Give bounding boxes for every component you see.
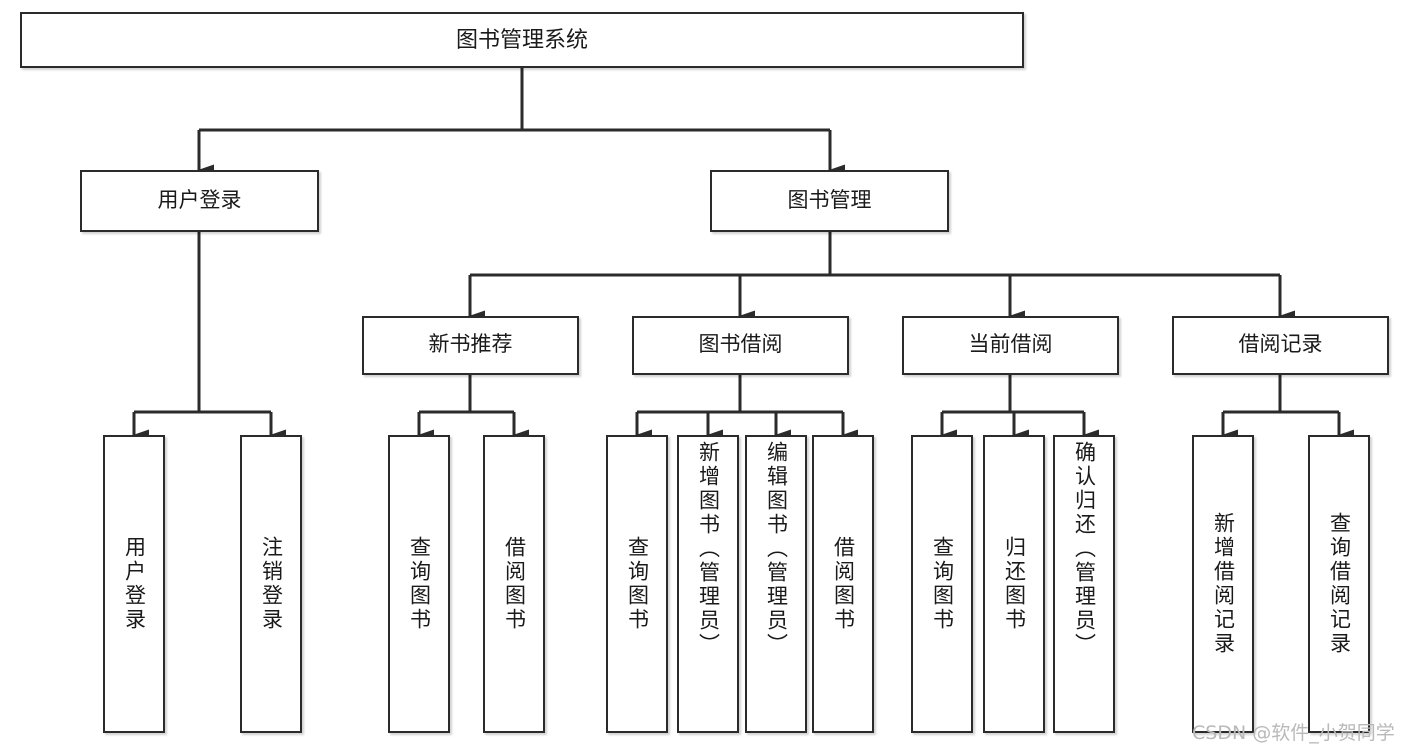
- leaf-logout[interactable]: 注销登录: [240, 435, 302, 733]
- node-label: 图书借阅: [698, 333, 783, 357]
- node-label: 借阅图书: [502, 536, 526, 632]
- node-label: 新增图书（管理员）: [696, 441, 720, 657]
- leaf-query-book-borrow[interactable]: 查询图书: [606, 435, 668, 733]
- node-label: 借阅图书: [831, 536, 855, 632]
- node-label: 新书推荐: [428, 333, 513, 357]
- node-label: 借阅记录: [1238, 333, 1323, 357]
- node-label: 用户登录: [122, 536, 146, 632]
- leaf-confirm-return-admin[interactable]: 确认归还（管理员）: [1053, 435, 1115, 733]
- node-label: 用户登录: [157, 188, 242, 212]
- node-label: 查询借阅记录: [1327, 512, 1351, 656]
- leaf-edit-book-admin[interactable]: 编辑图书（管理员）: [745, 435, 807, 733]
- node-new-book-recommend[interactable]: 新书推荐: [362, 316, 579, 375]
- node-label: 编辑图书（管理员）: [764, 441, 788, 657]
- node-current-borrow[interactable]: 当前借阅: [902, 316, 1119, 375]
- node-label: 图书管理系统: [455, 27, 588, 53]
- leaf-borrow-book-recommend[interactable]: 借阅图书: [483, 435, 545, 733]
- node-label: 新增借阅记录: [1211, 512, 1235, 656]
- leaf-return-book[interactable]: 归还图书: [983, 435, 1045, 733]
- node-root-system[interactable]: 图书管理系统: [20, 12, 1024, 68]
- node-borrow-record[interactable]: 借阅记录: [1172, 316, 1389, 375]
- csdn-watermark: CSDN @软件_小贺同学: [1192, 722, 1395, 744]
- node-label: 查询图书: [407, 536, 431, 632]
- node-user-login[interactable]: 用户登录: [80, 170, 319, 232]
- node-label: 归还图书: [1002, 536, 1026, 632]
- leaf-query-borrow-record[interactable]: 查询借阅记录: [1308, 435, 1370, 733]
- leaf-borrow-book[interactable]: 借阅图书: [812, 435, 874, 733]
- leaf-query-book-current[interactable]: 查询图书: [911, 435, 973, 733]
- node-book-manage[interactable]: 图书管理: [710, 170, 949, 232]
- node-label: 当前借阅: [968, 333, 1053, 357]
- node-label: 确认归还（管理员）: [1072, 441, 1096, 657]
- node-label: 查询图书: [930, 536, 954, 632]
- node-label: 注销登录: [259, 536, 283, 632]
- leaf-query-book-recommend[interactable]: 查询图书: [388, 435, 450, 733]
- node-book-borrow[interactable]: 图书借阅: [632, 316, 849, 375]
- node-label: 查询图书: [625, 536, 649, 632]
- leaf-user-login[interactable]: 用户登录: [103, 435, 165, 733]
- node-label: 图书管理: [787, 188, 872, 212]
- leaf-add-book-admin[interactable]: 新增图书（管理员）: [677, 435, 739, 733]
- leaf-add-borrow-record[interactable]: 新增借阅记录: [1192, 435, 1254, 733]
